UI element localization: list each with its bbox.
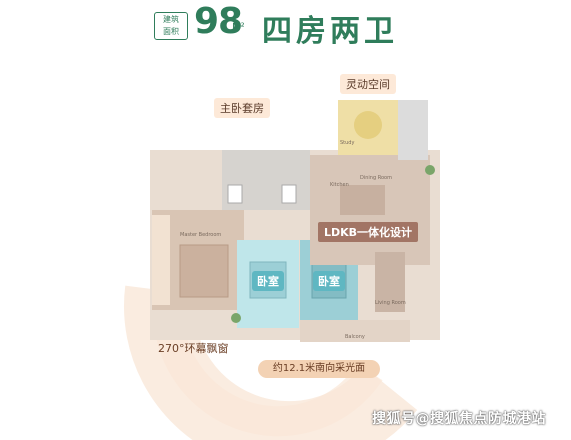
bay-window-label: 270°环幕飘窗: [158, 342, 229, 355]
watermark: 搜狐号@搜狐焦点防城港站: [372, 411, 546, 427]
room-label-kitchen: Kitchen: [330, 182, 349, 188]
area-tag-line1: 建筑: [163, 15, 179, 24]
room-label-master: Master Bedroom: [180, 232, 222, 238]
area-tag: 建筑 面积: [154, 12, 188, 40]
toilet-1: [227, 184, 243, 204]
tag-bedroom-1: 卧室: [252, 271, 284, 291]
south-light-banner: 约12.1米南向采光面: [258, 360, 380, 378]
plant-icon: [425, 165, 435, 175]
balcony: [300, 320, 410, 342]
layout-title: 四房两卫: [262, 14, 398, 49]
area-value: 98: [194, 1, 243, 42]
callout-flex-space: 灵动空间: [340, 74, 396, 94]
dining-table: [340, 185, 385, 215]
toilet-2: [281, 184, 297, 204]
header: 建筑 面积 98 M² 四房两卫: [0, 0, 571, 49]
area-tag-line2: 面积: [163, 27, 179, 36]
plant-icon: [231, 313, 241, 323]
master-bed: [179, 244, 229, 298]
area-unit: M²: [232, 22, 245, 33]
flex-table: [354, 111, 382, 139]
callout-master-suite: 主卧套房: [214, 98, 270, 118]
tag-bedroom-2: 卧室: [313, 271, 345, 291]
sofa: [375, 252, 405, 312]
room-label-dining: Dining Room: [360, 175, 392, 181]
room-label-living: Living Room: [375, 300, 406, 306]
room-label-balcony: Balcony: [345, 334, 365, 340]
room-label-study: Study: [340, 140, 355, 146]
bay-window: [152, 215, 170, 305]
flex-balcony: [398, 100, 428, 160]
tag-ldkb: LDKB一体化设计: [318, 222, 419, 242]
